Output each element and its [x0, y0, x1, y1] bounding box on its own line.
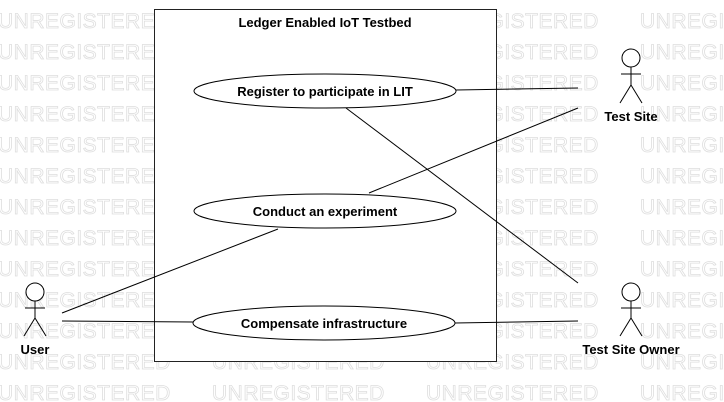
watermark-text: UNREGISTERED — [640, 72, 724, 95]
watermark-text: UNREGISTERED — [0, 41, 171, 64]
watermark-text: UNREGISTERED — [0, 165, 171, 188]
watermark-text: UNREGISTERED — [640, 351, 724, 374]
watermark-text: UNREGISTERED — [640, 134, 724, 157]
use-case-register[interactable]: Register to participate in LIT — [193, 73, 457, 109]
watermark-text: UNREGISTERED — [640, 41, 724, 64]
use-case-conduct[interactable]: Conduct an experiment — [193, 193, 457, 229]
stick-figure-icon — [619, 48, 643, 104]
watermark-text: UNREGISTERED — [212, 382, 385, 402]
use-case-conduct-ellipse[interactable] — [193, 193, 457, 229]
watermark-text: UNREGISTERED — [640, 258, 724, 281]
use-case-register-ellipse[interactable] — [193, 73, 457, 109]
association-conduct-test-site[interactable] — [368, 107, 579, 194]
watermark-text: UNREGISTERED — [640, 289, 724, 312]
use-case-compensate[interactable]: Compensate infrastructure — [192, 305, 456, 341]
watermark-text: UNREGISTERED — [0, 103, 171, 126]
actor-test-site-owner[interactable]: Test Site Owner — [582, 282, 680, 357]
watermark-text: UNREGISTERED — [0, 258, 171, 281]
watermark-text: UNREGISTERED — [640, 10, 724, 33]
actor-user-label: User — [21, 342, 50, 357]
watermark-text: UNREGISTERED — [640, 196, 724, 219]
watermark-text: UNREGISTERED — [0, 72, 171, 95]
watermark-text: UNREGISTERED — [0, 134, 171, 157]
use-case-compensate-label: Compensate infrastructure — [241, 316, 407, 331]
association-user-conduct[interactable] — [61, 228, 279, 314]
use-case-compensate-ellipse[interactable] — [192, 305, 456, 341]
use-case-register-label: Register to participate in LIT — [237, 84, 413, 99]
watermark-text: UNREGISTERED — [640, 320, 724, 343]
stick-figure-icon — [23, 282, 47, 337]
actor-test-site[interactable]: Test Site — [604, 48, 658, 124]
associations — [61, 87, 579, 324]
association-compensate-test-site-owner[interactable] — [454, 320, 579, 324]
actor-test-site-label: Test Site — [604, 109, 657, 124]
watermark-text: UNREGISTERED — [640, 382, 724, 402]
system-title: Ledger Enabled IoT Testbed — [238, 15, 411, 30]
stick-figure-icon — [619, 282, 643, 337]
watermark-text: UNREGISTERED — [0, 10, 171, 33]
watermark-text: UNREGISTERED — [0, 227, 171, 250]
watermark-text: UNREGISTERED — [0, 320, 171, 343]
actor-test-site-owner-label: Test Site Owner — [582, 342, 679, 357]
actor-user[interactable]: User — [21, 282, 50, 357]
association-user-compensate[interactable] — [61, 320, 194, 323]
use-case-conduct-label: Conduct an experiment — [253, 204, 398, 219]
association-register-test-site-owner[interactable] — [345, 107, 579, 284]
watermark-text: UNREGISTERED — [0, 382, 171, 402]
watermark-text: UNREGISTERED — [0, 351, 171, 374]
watermark-text: UNREGISTERED — [640, 227, 724, 250]
watermark-text: UNREGISTERED — [640, 165, 724, 188]
association-register-test-site[interactable] — [455, 87, 579, 91]
watermark-text: UNREGISTERED — [640, 103, 724, 126]
system-boundary[interactable] — [154, 9, 497, 362]
watermark-text: UNREGISTERED — [0, 196, 171, 219]
watermark-text: UNREGISTERED — [426, 382, 599, 402]
